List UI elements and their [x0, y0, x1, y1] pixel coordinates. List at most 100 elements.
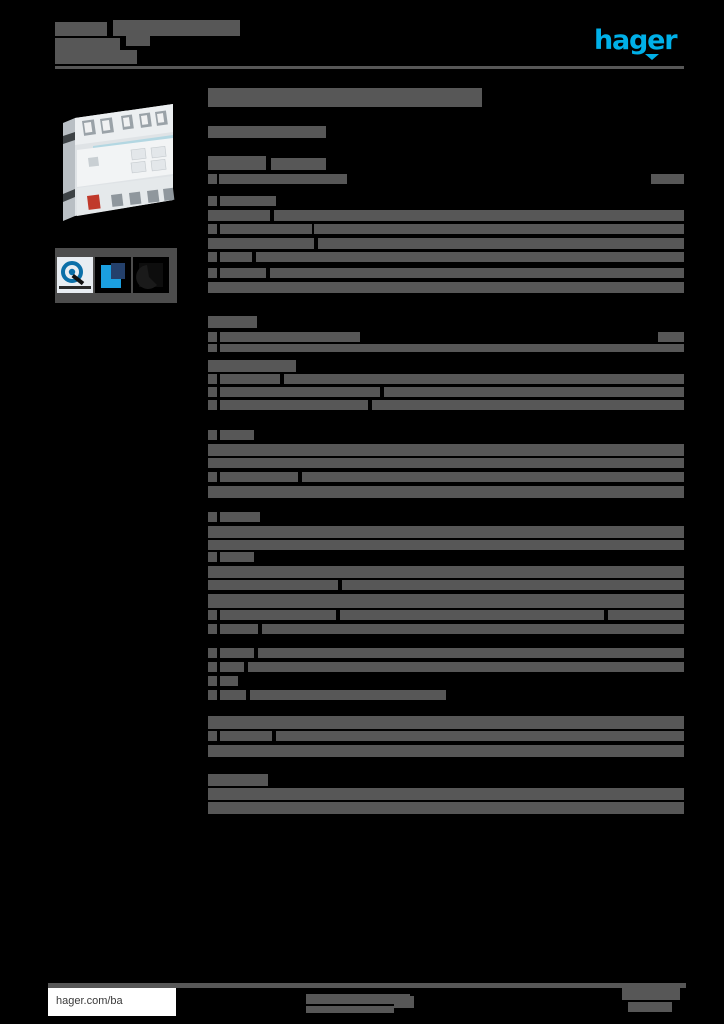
table-cell-10-1 [208, 731, 217, 741]
table-cell-1-11 [256, 252, 684, 262]
table-cell-3-0 [208, 360, 296, 372]
header-title-line-0 [55, 22, 107, 36]
table-row [208, 648, 684, 706]
table-row [208, 196, 684, 304]
table-cell-3-2 [220, 374, 280, 384]
table-cell-3-3 [284, 374, 684, 384]
table-row [208, 316, 684, 352]
table-cell-3-6 [384, 387, 684, 397]
table-cell-4-3 [208, 458, 684, 468]
table-cell-4-0 [208, 430, 217, 440]
table-cell-1-1 [220, 196, 276, 206]
header-title-line-4 [55, 50, 137, 64]
table-row [208, 716, 684, 762]
table-cell-6-2 [208, 526, 684, 538]
table-cell-5-1 [220, 472, 298, 482]
table-cell-9-3 [208, 662, 217, 672]
table-cell-11-1 [208, 788, 684, 800]
table-row [208, 552, 684, 590]
table-cell-6-1 [220, 512, 260, 522]
table-cell-8-5 [208, 624, 217, 634]
table-cell-8-7 [262, 624, 684, 634]
footer-url-badge[interactable]: hager.com/ba [48, 988, 176, 1016]
table-cell-9-10 [250, 690, 446, 700]
vendor-mark-glyph [136, 263, 163, 289]
table-cell-10-4 [208, 745, 684, 757]
hager-logo: hager [594, 25, 678, 56]
page-title [208, 88, 684, 713]
table-cell-8-0 [208, 594, 684, 608]
footer-right-line-0 [622, 988, 680, 1000]
table-cell-3-4 [208, 387, 217, 397]
header-divider [55, 66, 684, 69]
page-header: hager [0, 0, 724, 100]
table-cell-8-6 [220, 624, 258, 634]
quality-mark-glyph [59, 261, 91, 289]
table-cell-1-3 [208, 210, 270, 221]
table-cell-3-8 [220, 400, 368, 410]
table-cell-3-5 [220, 387, 380, 397]
table-cell-1-13 [220, 268, 266, 278]
table-cell-4-2 [208, 444, 684, 456]
footer-center-line-2 [394, 996, 414, 1008]
table-cell-8-4 [608, 610, 684, 620]
table-cell-2-5 [658, 332, 684, 342]
table-cell-0-1 [271, 158, 326, 170]
din-rail-actuator-illustration [63, 104, 175, 221]
table-cell-1-7 [208, 238, 314, 249]
quality-mark-icon [57, 257, 93, 293]
table-cell-10-2 [220, 731, 272, 741]
table-cell-1-6 [314, 224, 684, 234]
table-cell-9-4 [220, 662, 244, 672]
table-cell-10-0 [208, 716, 684, 729]
footer-divider [48, 983, 686, 988]
table-cell-10-3 [276, 731, 684, 741]
table-cell-8-3 [340, 610, 604, 620]
page-title-redacted [208, 88, 482, 107]
table-row [208, 360, 684, 418]
table-cell-3-1 [208, 374, 217, 384]
table-cell-9-0 [208, 648, 217, 658]
knx-logo-glyph [101, 263, 125, 288]
table-cell-1-2 [274, 210, 684, 221]
footer-right-line-1 [628, 1002, 672, 1012]
table-cell-5-2 [302, 472, 684, 482]
table-cell-9-1 [220, 648, 254, 658]
table-cell-2-2 [220, 332, 360, 342]
table-cell-8-1 [208, 610, 217, 620]
table-sections [208, 88, 684, 814]
table-cell-9-5 [248, 662, 684, 672]
table-cell-6-0 [208, 512, 217, 522]
table-cell-11-0 [208, 774, 268, 786]
table-cell-0-2 [208, 174, 217, 184]
hager-logo-accent-icon [645, 54, 659, 60]
table-cell-1-9 [208, 252, 217, 262]
table-cell-9-2 [258, 648, 684, 658]
table-cell-2-3 [208, 344, 217, 352]
header-title-line-3 [126, 36, 150, 46]
table-cell-3-7 [208, 400, 217, 410]
table-cell-7-4 [342, 580, 684, 590]
table-cell-8-2 [220, 610, 336, 620]
specifications-table [208, 88, 684, 814]
table-cell-2-0 [208, 316, 257, 328]
table-row [208, 774, 684, 814]
table-row [208, 156, 684, 188]
header-title-line-1 [113, 20, 240, 36]
table-cell-6-3 [208, 540, 684, 550]
footer-center-line-1 [306, 1006, 394, 1013]
table-cell-7-1 [220, 552, 254, 562]
table-cell-1-8 [318, 238, 684, 249]
table-cell-5-3 [208, 486, 684, 498]
table-cell-11-2 [208, 802, 684, 814]
table-row [208, 512, 684, 550]
table-cell-0-4 [651, 174, 684, 184]
vendor-mark-icon [133, 257, 169, 293]
footer-url-label: hager.com/ba [56, 995, 123, 1007]
table-cell-1-12 [208, 268, 217, 278]
header-title-line-2 [55, 38, 120, 50]
table-cell-7-0 [208, 552, 217, 562]
table-cell-0-0 [208, 156, 266, 170]
table-cell-4-1 [220, 430, 254, 440]
